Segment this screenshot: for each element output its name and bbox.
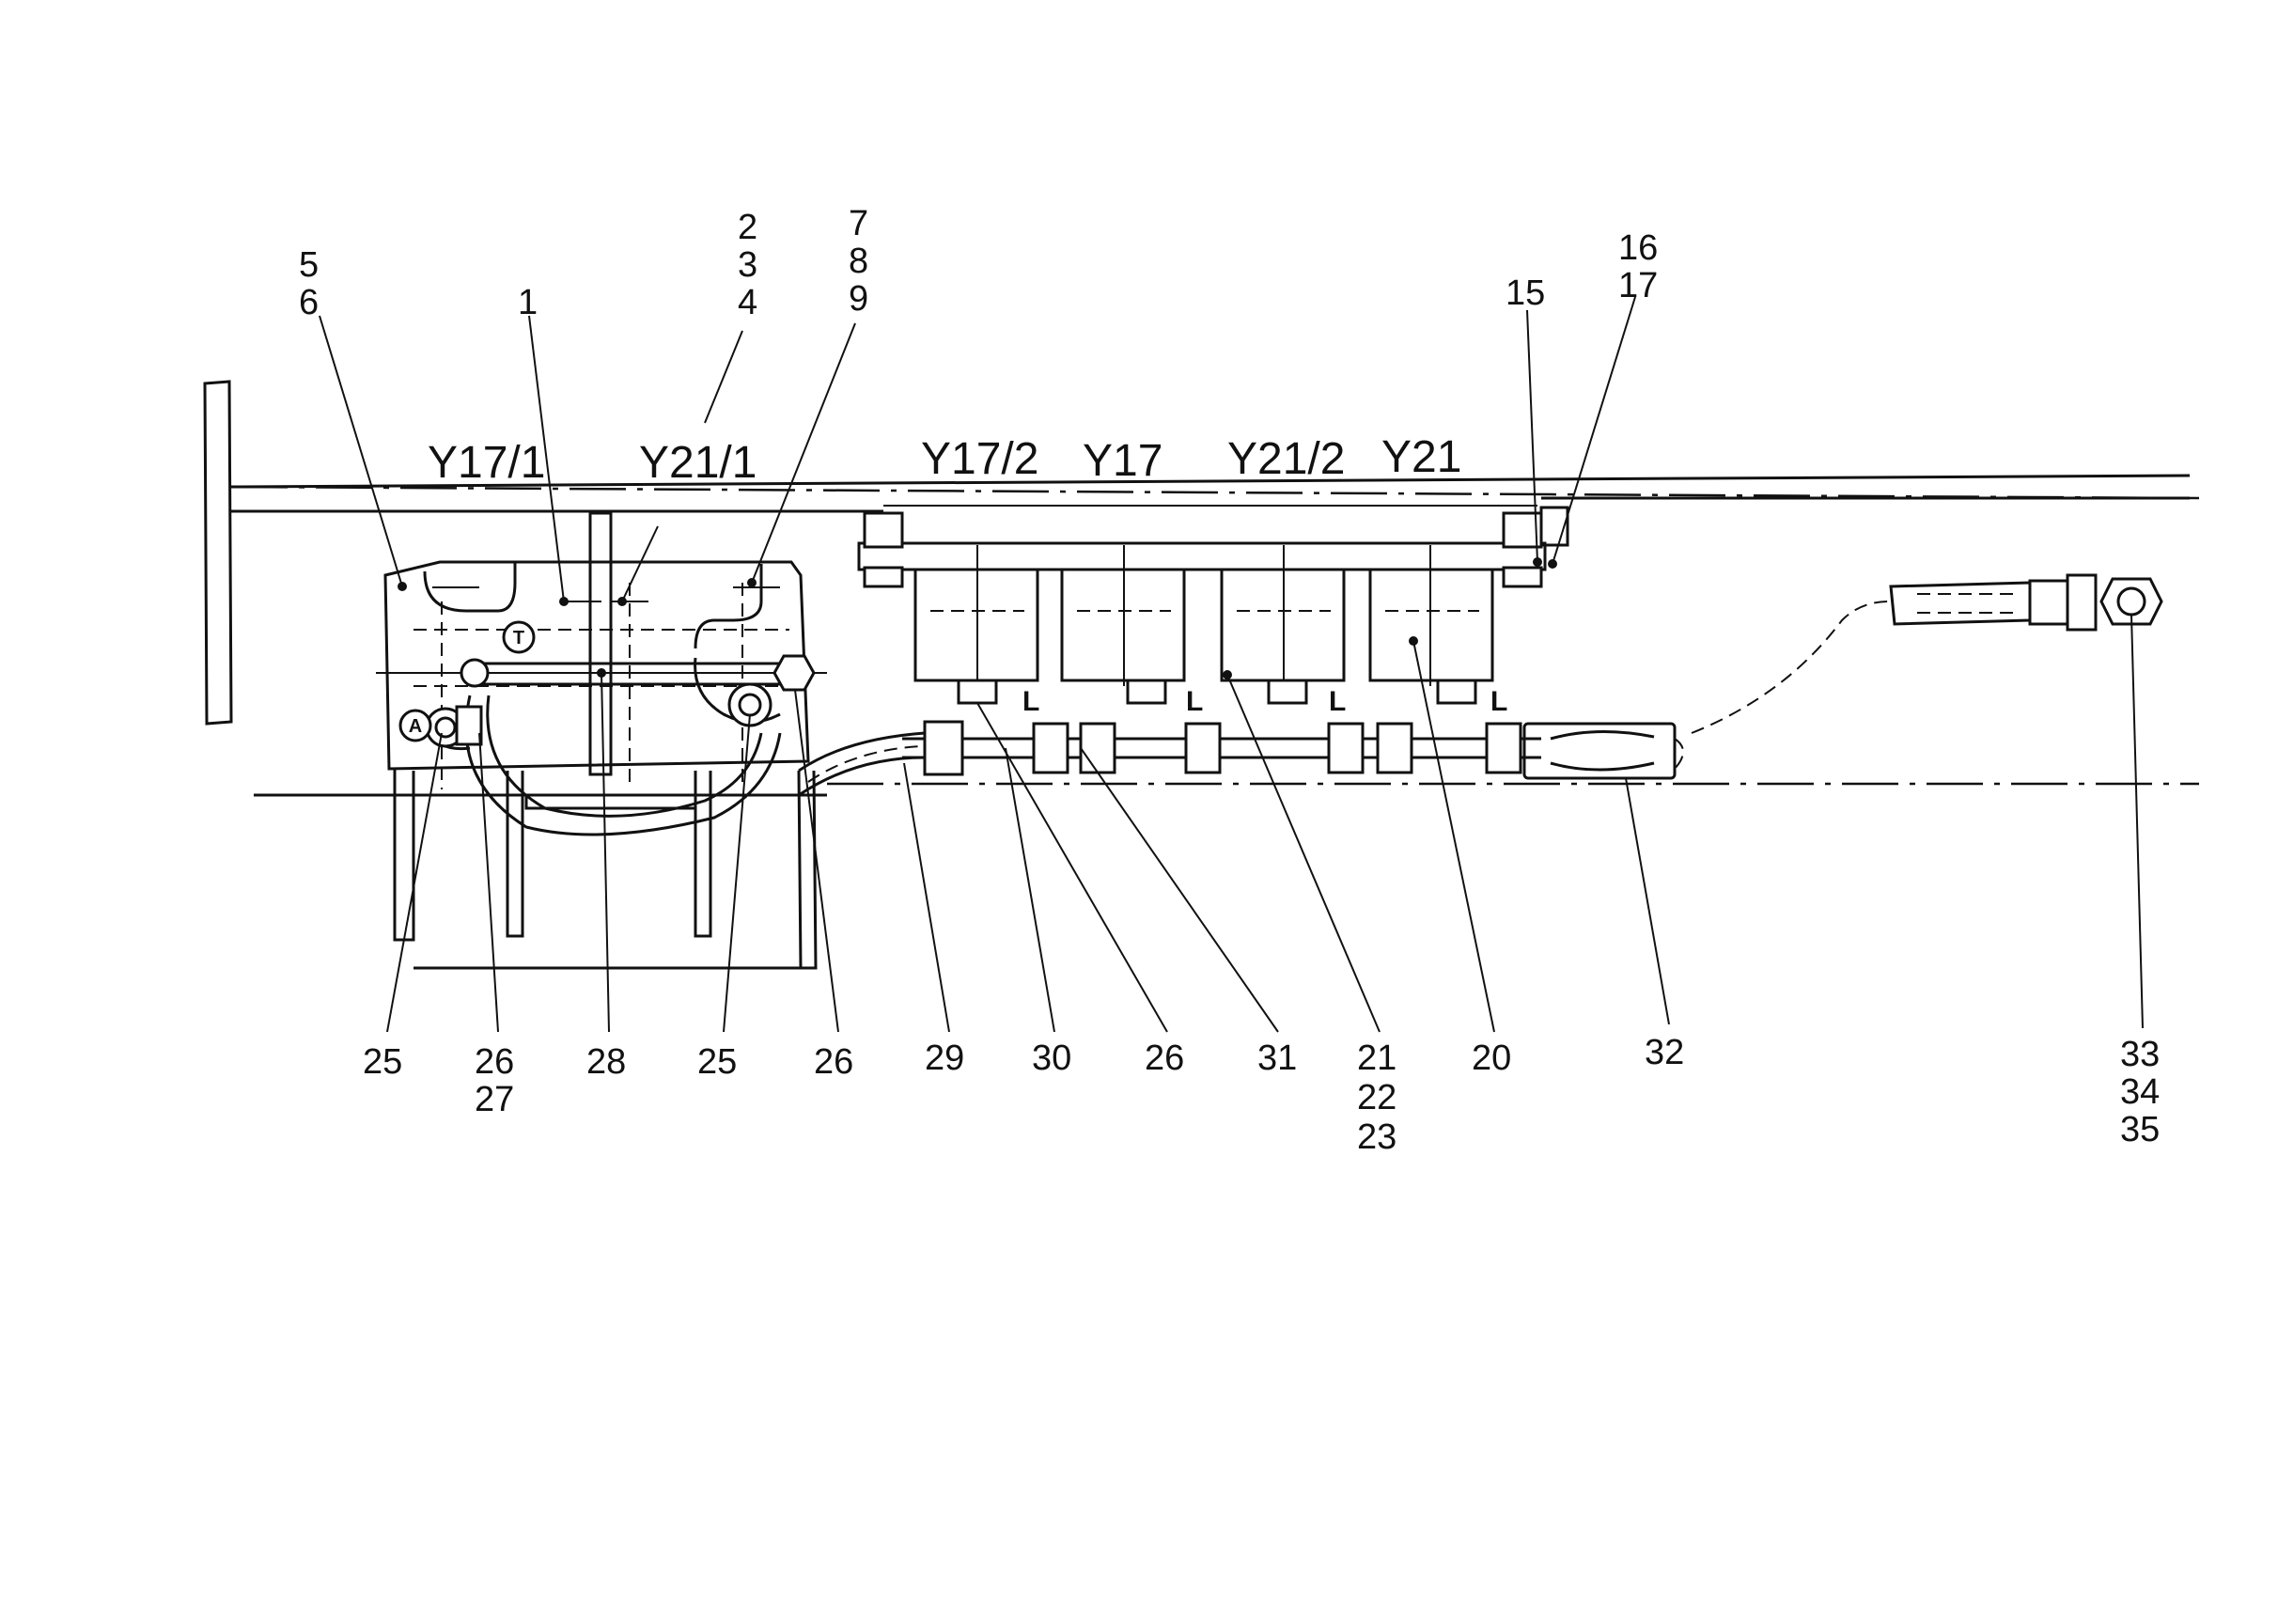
callout-26c: 26 xyxy=(1145,1038,1184,1078)
svg-text:26: 26 xyxy=(814,1042,853,1082)
port-fittings xyxy=(398,620,772,748)
svg-text:15: 15 xyxy=(1506,273,1545,313)
signal-label-y17-1: Y17/1 xyxy=(428,438,545,488)
callout-16-17: 16 17 xyxy=(1618,228,1658,305)
solenoid-mark-1: L xyxy=(1022,686,1039,717)
callout-33-34-35: 33 34 35 xyxy=(2120,1035,2160,1149)
callout-26-27: 26 27 xyxy=(475,1042,514,1119)
callout-32: 32 xyxy=(1645,1033,1684,1072)
svg-text:3: 3 xyxy=(738,245,757,285)
svg-text:16: 16 xyxy=(1618,228,1658,268)
svg-text:29: 29 xyxy=(925,1038,964,1078)
port-a-label: A xyxy=(409,716,422,737)
svg-text:35: 35 xyxy=(2120,1110,2160,1149)
svg-text:27: 27 xyxy=(475,1080,514,1119)
port-t-marker xyxy=(502,620,536,654)
signal-label-y21-2: Y21/2 xyxy=(1227,434,1345,484)
svg-text:28: 28 xyxy=(586,1042,626,1082)
svg-text:32: 32 xyxy=(1645,1033,1684,1072)
callout-31: 31 xyxy=(1257,1038,1297,1078)
callout-26b: 26 xyxy=(814,1042,853,1082)
svg-text:2: 2 xyxy=(738,208,757,247)
callout-7-8-9: 7 8 9 xyxy=(849,204,868,319)
callout-21-22-23: 21 22 23 xyxy=(1357,1038,1396,1157)
callout-1: 1 xyxy=(518,283,538,322)
callout-5-6: 5 6 xyxy=(299,245,319,322)
svg-text:30: 30 xyxy=(1032,1038,1071,1078)
leader-lines-top xyxy=(319,296,1636,602)
port-t-label: T xyxy=(513,628,524,648)
leader-lines-bottom xyxy=(386,614,2144,1033)
svg-text:31: 31 xyxy=(1257,1038,1297,1078)
port-a-marker xyxy=(398,709,432,742)
callout-15: 15 xyxy=(1506,273,1545,313)
callout-20: 20 xyxy=(1472,1038,1511,1078)
hose-end xyxy=(1889,573,2163,632)
svg-text:25: 25 xyxy=(363,1042,402,1082)
callout-29: 29 xyxy=(925,1038,964,1078)
svg-text:9: 9 xyxy=(849,279,868,319)
signal-label-y17-2: Y17/2 xyxy=(921,434,1038,484)
svg-text:1: 1 xyxy=(518,283,538,322)
svg-text:34: 34 xyxy=(2120,1072,2160,1112)
callout-30: 30 xyxy=(1032,1038,1071,1078)
svg-text:17: 17 xyxy=(1618,266,1658,305)
signal-label-y21-1: Y21/1 xyxy=(639,438,757,488)
svg-text:23: 23 xyxy=(1357,1117,1396,1157)
svg-text:6: 6 xyxy=(299,283,319,322)
callout-25a: 25 xyxy=(363,1042,402,1082)
solenoid-mark-3: L xyxy=(1329,686,1346,717)
solenoid-mark-2: L xyxy=(1186,686,1203,717)
svg-text:4: 4 xyxy=(738,283,757,322)
svg-text:26: 26 xyxy=(1145,1038,1184,1078)
solenoid-manifold xyxy=(857,505,1569,705)
svg-text:21: 21 xyxy=(1357,1038,1396,1078)
pipe-28 xyxy=(460,654,816,692)
callout-28: 28 xyxy=(586,1042,626,1082)
svg-text:20: 20 xyxy=(1472,1038,1511,1078)
callout-2-3-4: 2 3 4 xyxy=(738,208,757,322)
callout-25b: 25 xyxy=(697,1042,737,1082)
svg-text:7: 7 xyxy=(849,204,868,243)
svg-text:26: 26 xyxy=(475,1042,514,1082)
svg-text:25: 25 xyxy=(697,1042,737,1082)
svg-text:22: 22 xyxy=(1357,1078,1396,1117)
signal-label-y21: Y21 xyxy=(1381,432,1461,482)
svg-text:33: 33 xyxy=(2120,1035,2160,1074)
svg-text:8: 8 xyxy=(849,242,868,281)
svg-text:5: 5 xyxy=(299,245,319,285)
solenoid-mark-4: L xyxy=(1490,686,1507,717)
signal-label-y17: Y17 xyxy=(1083,436,1162,486)
